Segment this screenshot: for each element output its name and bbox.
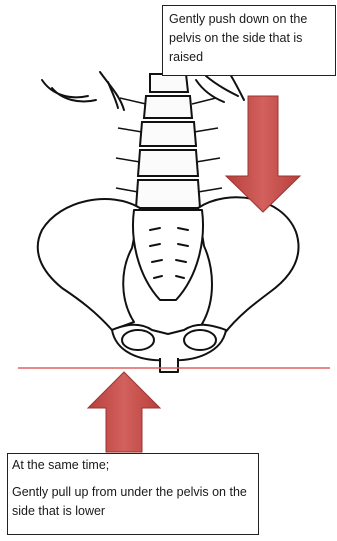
pull-up-text-line1: At the same time; <box>12 456 254 475</box>
push-down-text: Gently push down on the pelvis on the si… <box>169 12 307 64</box>
pull-up-text-line2: Gently pull up from under the pelvis on … <box>12 483 254 521</box>
pelvis-drawing <box>38 197 299 372</box>
push-down-arrow <box>226 96 300 212</box>
ribs-drawing <box>42 72 244 110</box>
pull-up-arrow <box>88 372 160 452</box>
push-down-callout: Gently push down on the pelvis on the si… <box>162 5 336 76</box>
pull-up-callout: At the same time; Gently pull up from un… <box>7 453 259 535</box>
spine-drawing <box>116 74 222 208</box>
